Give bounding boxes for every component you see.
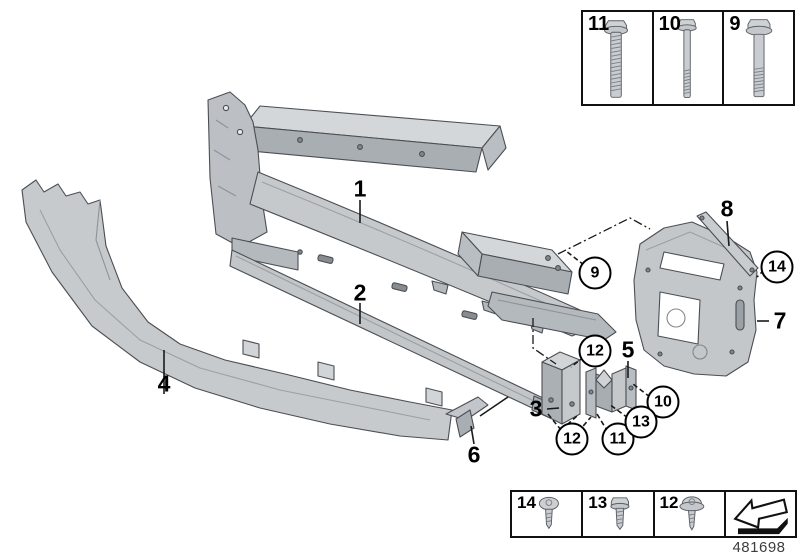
callout-13: 13 <box>624 405 658 439</box>
legend-cell-9: 9 <box>724 12 793 104</box>
hex-bolt-long-icon <box>677 19 697 99</box>
callout-14: 14 <box>760 250 794 284</box>
callout-8: 8 <box>720 195 734 222</box>
hex-flange-screw-icon <box>610 497 630 531</box>
legend-cell-13: 13 <box>583 492 655 536</box>
washer-pan-head-torx-screw-icon <box>679 496 705 531</box>
callout-4: 4 <box>157 370 171 397</box>
legend-cell-12: 12 <box>655 492 726 536</box>
part-6-bracket <box>445 396 489 438</box>
hex-bolt-fully-threaded-icon <box>604 20 629 98</box>
hex-flange-bolt-icon <box>745 19 772 98</box>
callout-12: 12 <box>555 422 589 456</box>
callout-11: 11 <box>601 422 635 456</box>
legend-label: 11 <box>588 13 610 35</box>
callout-12: 12 <box>578 334 612 368</box>
legend-cell-10: 10 <box>654 12 725 104</box>
direction-arrow-icon <box>733 498 789 535</box>
legend-cell-14: 14 <box>512 492 584 536</box>
callout-6: 6 <box>467 441 481 468</box>
legend-cell-11: 11 <box>583 12 654 104</box>
legend-label: 9 <box>729 13 741 35</box>
part-4-impact-absorber <box>21 179 453 441</box>
legend-label: 10 <box>658 13 681 35</box>
callout-1: 1 <box>353 175 367 202</box>
legend-label: 12 <box>659 493 679 512</box>
legend-label: 13 <box>588 493 608 512</box>
callout-3: 3 <box>529 395 543 422</box>
legend-cell-arrow <box>726 492 795 536</box>
fastener-legend-top: 11 10 9 <box>581 10 795 106</box>
callout-2: 2 <box>353 279 367 306</box>
drawing-number: 481698 <box>732 539 786 556</box>
callout-10: 10 <box>646 385 680 419</box>
fastener-legend-bottom: 14 13 12 <box>510 490 797 538</box>
pan-head-torx-screw-icon <box>538 496 559 530</box>
callout-5: 5 <box>621 336 635 363</box>
callout-7: 7 <box>773 307 787 334</box>
legend-label: 14 <box>517 493 536 512</box>
part-3-bracket <box>541 351 581 425</box>
part-8-brace-strip <box>696 211 759 277</box>
part-1-main-carrier <box>207 91 617 341</box>
part-7-side-carrier <box>633 221 758 377</box>
callout-9: 9 <box>578 256 612 290</box>
